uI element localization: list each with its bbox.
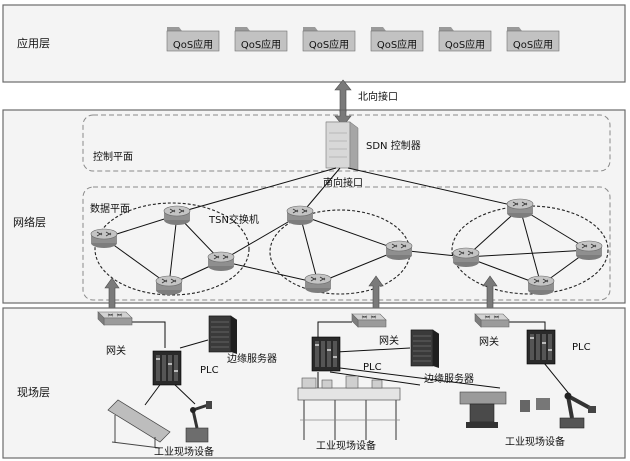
qos-app-1: QoS应用 [166,26,220,52]
gateway-icon [97,311,133,326]
industrial-equipment-label-middle: 工业现场设备 [316,439,376,452]
network-layer-label: 网络层 [13,215,46,229]
production-line-icon [297,375,401,440]
gateway-label-right: 网关 [479,335,499,348]
qos-app-4: QoS应用 [370,26,424,52]
qos-app-2: QoS应用 [234,26,288,52]
plc-icon [152,350,182,386]
tsn-switch-icon [207,251,235,272]
gateway-label-left: 网关 [106,344,126,357]
conveyor-equipment-icon [107,399,171,449]
tsn-switch-icon [155,275,183,296]
field-layer-label: 现场层 [17,385,50,399]
qos-app-label: QoS应用 [377,38,417,51]
gateway-icon [351,313,387,328]
robot-arm-icon [185,401,212,443]
qos-app-label: QoS应用 [173,38,213,51]
control-plane-label: 控制平面 [93,150,133,163]
plc-label-middle: PLC [363,362,382,373]
tsn-cluster-left [94,202,250,296]
plc-label-right: PLC [572,342,591,353]
robot-arm-icon [559,392,596,429]
tsn-switch-label: TSN交换机 [208,213,259,226]
qos-app-label: QoS应用 [241,38,281,51]
tsn-switch-icon [575,240,603,261]
sdn-controller [325,121,359,171]
northbound-arrow [334,79,352,127]
qos-app-5: QoS应用 [438,26,492,52]
qos-app-label: QoS应用 [445,38,485,51]
tsn-switch-icon [304,273,332,294]
qos-app-3: QoS应用 [302,26,356,52]
tsn-switch-icon [90,228,118,249]
tsn-switch-icon [506,198,534,219]
edge-server-label-left: 边缘服务器 [227,352,277,365]
control-plane-box [82,114,611,172]
edge-server-icon [208,315,238,355]
industrial-equipment-label-left: 工业现场设备 [154,445,214,458]
southbound-link [176,167,337,214]
data-plane-label: 数据平面 [90,202,130,215]
application-layer-label: 应用层 [17,36,50,50]
tsn-switch-icon [385,240,413,261]
northbound-interface-label: 北向接口 [358,90,398,103]
plc-label-left: PLC [200,365,219,376]
edge-server-label-middle: 边缘服务器 [424,372,474,385]
edge-server-icon [410,329,440,369]
gateway-label-middle: 网关 [379,334,399,347]
qos-app-6: QoS应用 [506,26,560,52]
robot-cell-icon [459,391,550,428]
tsn-switch-icon [527,275,555,296]
plc-icon [311,336,341,372]
plc-icon [526,329,556,365]
southbound-link [301,167,341,214]
data-plane-box [82,186,611,301]
southbound-link [347,167,521,208]
gateway-icon [474,313,510,328]
qos-app-label: QoS应用 [309,38,349,51]
tsn-switch-icon [452,247,480,268]
sdn-controller-label: SDN 控制器 [366,139,421,152]
southbound-interface-label: 南向接口 [323,176,363,189]
tsn-switch-icon [163,205,191,226]
industrial-equipment-label-right: 工业现场设备 [505,435,565,448]
qos-app-label: QoS应用 [513,38,553,51]
tsn-switch-icon [286,205,314,226]
